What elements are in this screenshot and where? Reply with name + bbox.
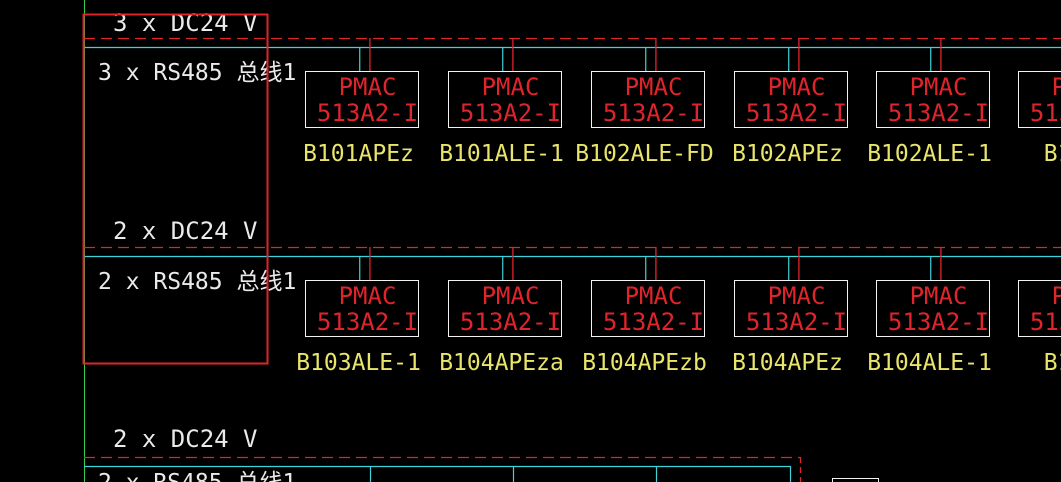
power-label-3: 2 x DC24 V [113,425,258,453]
module-type-label: PMAC [910,73,968,101]
module-type-label: PMAC [768,282,826,310]
group-3-drops [369,466,658,482]
module-box [305,280,419,337]
module-type-label: PMAC [1052,73,1061,101]
bus-label-1: 3 x RS485 总线1 [98,60,296,86]
device-label: B102ALE-FD [575,141,713,167]
module-model-label: 513A2-I [1030,308,1061,336]
module-type-label: PMAC [339,73,397,101]
group-3: 2 x DC24 V 2 x RS485 总线1 [84,425,879,482]
module-model-label: 513A2-I [460,99,561,127]
module-model-label: 513A2-I [603,99,704,127]
module-model-label: 513A2-I [460,308,561,336]
module-box [1018,71,1061,128]
module-box [876,71,990,128]
module-box [591,71,705,128]
module-type-label: PMAC [339,282,397,310]
device-label: B105 [1044,350,1061,376]
module-box [448,280,562,337]
module-type-label: PMAC [625,282,683,310]
module-box [591,280,705,337]
module-type-label: PMAC [482,73,540,101]
device-label: B104APEza [439,350,564,376]
module-type-label: PMAC [910,282,968,310]
power-label-2: 2 x DC24 V [113,217,258,245]
module-box [734,71,848,128]
module-type-label: PMAC [625,73,683,101]
module-box [1018,280,1061,337]
modules-layer: PMAC513A2-IB101APEzPMAC513A2-IB101ALE-1P… [296,38,1061,376]
module-model-label: 513A2-I [888,308,989,336]
device-label: B103 [1044,141,1061,167]
module-model-label: 513A2-I [317,99,418,127]
module-box-partial [832,478,879,482]
module-box [734,280,848,337]
module-model-label: 513A2-I [746,308,847,336]
power-label-1: 3 x DC24 V [113,9,258,37]
module-type-label: PMAC [482,282,540,310]
module-box [876,280,990,337]
module-type-label: PMAC [1052,282,1061,310]
device-label: B103ALE-1 [296,350,421,376]
module-model-label: 513A2-I [603,308,704,336]
bus-label-3: 2 x RS485 总线1 [98,470,296,482]
module-model-label: 513A2-I [317,308,418,336]
module-type-label: PMAC [768,73,826,101]
module-model-label: 513A2-I [1030,99,1061,127]
device-label: B102APEz [732,141,843,167]
bus-label-2: 2 x RS485 总线1 [98,269,296,295]
device-label: B104APEzb [582,350,707,376]
device-label: B101ALE-1 [439,141,564,167]
module-model-label: 513A2-I [746,99,847,127]
highlight-box [82,13,269,365]
device-label: B102ALE-1 [867,141,992,167]
module-model-label: 513A2-I [888,99,989,127]
device-label: B104ALE-1 [867,350,992,376]
module-box [448,71,562,128]
device-label: B104APEz [732,350,843,376]
device-label: B101APEz [303,141,414,167]
group-2: 2 x DC24 V 2 x RS485 总线1 [84,217,1061,295]
module-box [305,71,419,128]
